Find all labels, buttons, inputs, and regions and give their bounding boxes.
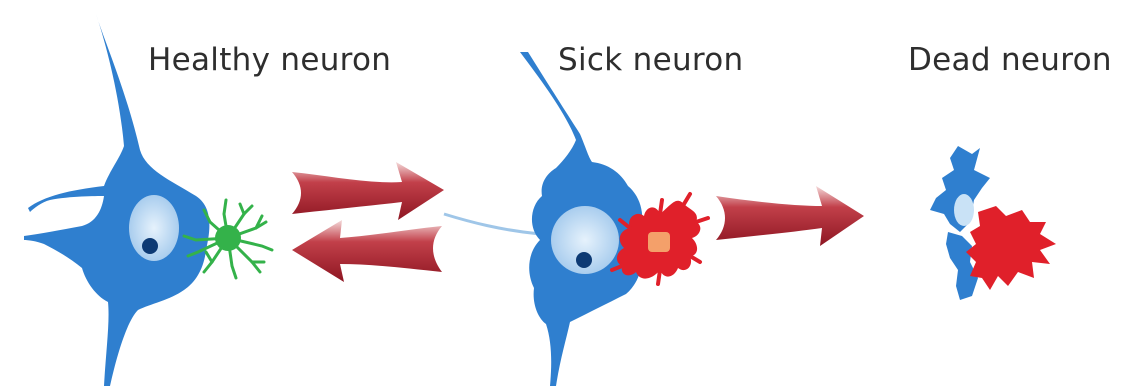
sick-neuron-axon — [444, 214, 540, 234]
right-arrow-icon — [292, 162, 444, 220]
healthy-neuron-nucleolus — [142, 238, 158, 254]
dead-neuron-fragment-bottom — [946, 232, 978, 300]
dead-neuron-label: Dead neuron — [908, 42, 1112, 78]
left-arrow-icon — [292, 220, 442, 282]
sick-neuron-label: Sick neuron — [558, 42, 744, 78]
dead-neuron-nucleus — [954, 194, 974, 226]
sick-neuron-icon — [444, 52, 708, 386]
reactive-glia-core — [648, 232, 670, 252]
sick-neuron-nucleolus — [576, 252, 592, 268]
right-arrow-icon — [716, 186, 864, 246]
dead-neuron-glia — [966, 206, 1056, 290]
healthy-neuron-label: Healthy neuron — [148, 42, 391, 78]
dead-neuron-icon — [930, 146, 1056, 300]
healthy-glia-body — [215, 225, 241, 251]
